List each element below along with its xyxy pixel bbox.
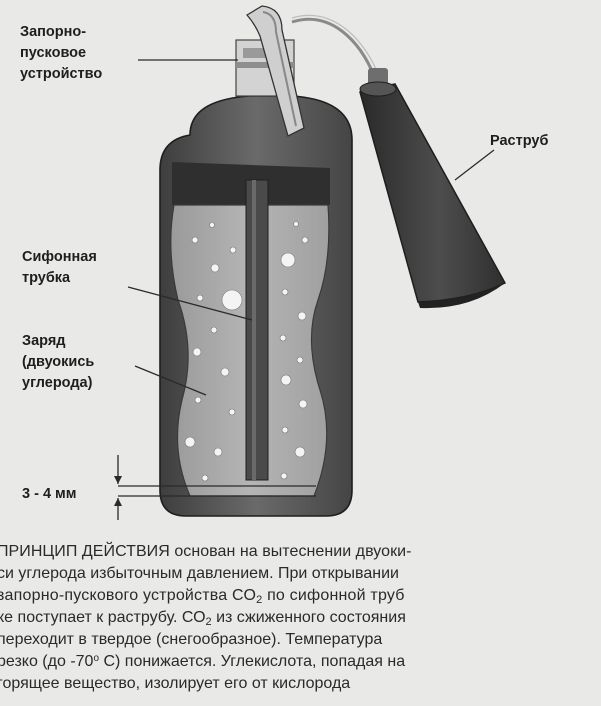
- siphon-tube: [245, 179, 269, 481]
- nozzle-horn: [359, 68, 507, 309]
- caption-line-4: ке поступает к раструбу. СО2 из сжиженно…: [0, 609, 406, 628]
- caption-line-2: си углерода избыточным давлением. При от…: [0, 565, 399, 582]
- label-siphon-line-1: Сифонная: [22, 249, 97, 265]
- valve-lever: [245, 5, 305, 137]
- leader-charge: [134, 365, 207, 396]
- label-valve-line-2: пусковое: [20, 45, 87, 61]
- valve-assembly: [235, 5, 305, 137]
- caption-line-3: запорно-пускового устройства СО2 по сифо…: [0, 587, 405, 606]
- label-valve-line-3: устройство: [20, 66, 103, 82]
- label-siphon-line-2: трубка: [22, 270, 71, 286]
- gap-arrow-top: [114, 476, 122, 484]
- label-siphon: Сифонная трубка: [22, 247, 97, 289]
- label-charge-line-3: углерода): [22, 375, 93, 391]
- label-charge: Заряд (двуокись углерода): [22, 331, 94, 394]
- caption-sub-4-1: 2: [205, 616, 212, 628]
- caption-line-6: резко (до -70о С) понижается. Углекислот…: [0, 653, 406, 670]
- label-charge-line-2: (двуокись: [22, 354, 95, 370]
- label-charge-line-1: Заряд: [22, 333, 66, 349]
- caption-line-5: переходит в твердое (снегообразное). Тем…: [0, 631, 383, 648]
- label-gap: 3 - 4 мм: [22, 486, 77, 502]
- label-valve-line-1: Запорно-: [20, 24, 87, 40]
- label-nozzle: Раструб: [490, 133, 549, 149]
- hose: [291, 17, 377, 79]
- caption-text: ПРИНЦИП ДЕЙСТВИЯ основан на вытеснении д…: [0, 541, 601, 706]
- caption-line-7: горящее вещество, изолирует его от кисло…: [0, 675, 351, 692]
- caption-sub-3-1: 2: [256, 594, 263, 606]
- caption-line-1: ПРИНЦИП ДЕЙСТВИЯ основан на вытеснении д…: [0, 543, 412, 560]
- gap-arrow-bottom: [114, 498, 122, 506]
- leader-siphon: [127, 286, 253, 321]
- label-valve: Запорно- пусковое устройство: [20, 22, 102, 85]
- caption-sup-6-1: о: [93, 653, 99, 664]
- leader-nozzle: [454, 149, 495, 181]
- extinguisher-diagram: [114, 5, 507, 520]
